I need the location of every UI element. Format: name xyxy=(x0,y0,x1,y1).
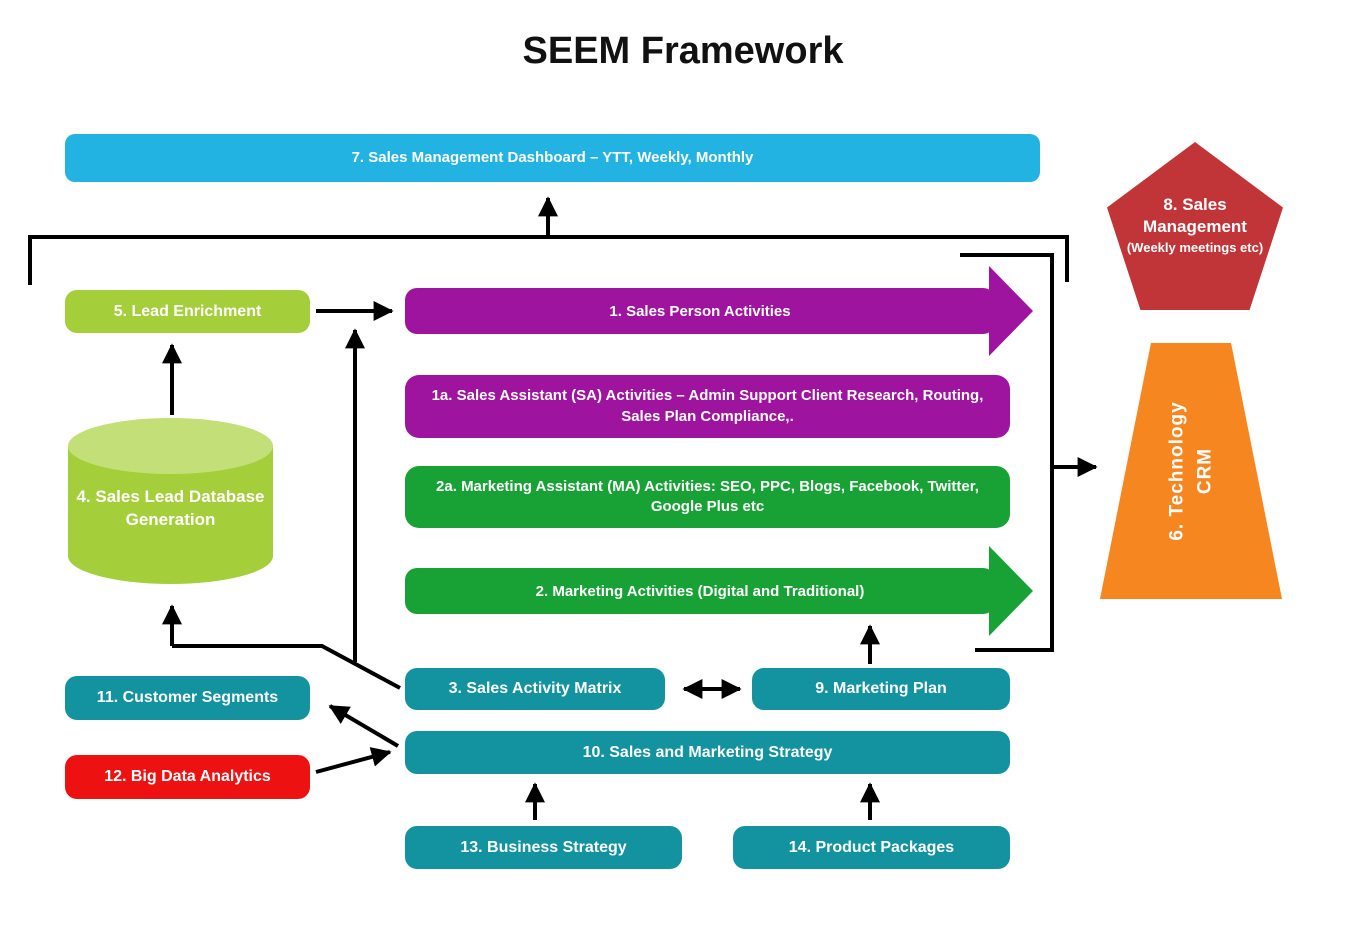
node-marketing-activities: 2. Marketing Activities (Digital and Tra… xyxy=(405,546,1045,636)
node-lead-enrichment-label: 5. Lead Enrichment xyxy=(113,302,262,320)
node-sales-management-dashboard-label: 7. Sales Management Dashboard – YTT, Wee… xyxy=(351,148,754,166)
node-marketing-plan-label: 9. Marketing Plan xyxy=(815,680,947,698)
node-customer-segments-label: 11. Customer Segments xyxy=(96,689,279,707)
node-marketing-assistant-activities: 2a. Marketing Assistant (MA) Activities:… xyxy=(405,466,1010,528)
node-sales-management-pentagon: 8. Sales Management (Weekly meetings etc… xyxy=(1107,142,1283,310)
node-sales-management-sub: (Weekly meetings etc) xyxy=(1126,240,1264,256)
node-marketing-assistant-activities-label: 2a. Marketing Assistant (MA) Activities:… xyxy=(436,477,979,515)
node-sales-person-activities-label: 1. Sales Person Activities xyxy=(609,302,791,320)
node-sales-management-dashboard: 7. Sales Management Dashboard – YTT, Wee… xyxy=(65,134,1040,182)
node-sales-marketing-strategy: 10. Sales and Marketing Strategy xyxy=(405,731,1010,774)
node-lead-enrichment: 5. Lead Enrichment xyxy=(65,290,310,333)
page-title: SEEM Framework xyxy=(522,30,844,72)
technology-label-line2: CRM xyxy=(1194,447,1215,495)
node-business-strategy-label: 13. Business Strategy xyxy=(460,838,627,856)
node-sales-assistant-activities: 1a. Sales Assistant (SA) Activities – Ad… xyxy=(405,375,1010,438)
arrow-bigdata-to-strategy xyxy=(315,747,392,774)
node-sales-lead-database: 4. Sales Lead Database Generation xyxy=(68,418,273,584)
node-sales-lead-database-label: 4. Sales Lead Database Generation xyxy=(76,487,265,529)
node-product-packages: 14. Product Packages xyxy=(733,826,1010,869)
node-marketing-activities-label: 2. Marketing Activities (Digital and Tra… xyxy=(535,582,865,600)
technology-label-line1: 6. Technology xyxy=(1166,401,1188,541)
node-sales-activity-matrix-label: 3. Sales Activity Matrix xyxy=(448,680,622,698)
node-sales-management-label: 8. Sales Management xyxy=(1143,195,1247,237)
node-technology-crm-label: 6. Technology CRM xyxy=(1163,351,1218,591)
cylinder-top xyxy=(68,418,273,474)
node-marketing-activities-body: 2. Marketing Activities (Digital and Tra… xyxy=(405,568,995,614)
node-sales-person-activities-body: 1. Sales Person Activities xyxy=(405,288,995,334)
node-technology-crm: 6. Technology CRM xyxy=(1100,343,1282,599)
node-customer-segments: 11. Customer Segments xyxy=(65,676,310,720)
node-marketing-plan: 9. Marketing Plan xyxy=(752,668,1010,710)
arrow-head-right-icon xyxy=(989,266,1033,356)
node-big-data-analytics: 12. Big Data Analytics xyxy=(65,755,310,799)
node-sales-assistant-activities-label: 1a. Sales Assistant (SA) Activities – Ad… xyxy=(431,387,984,425)
node-sales-marketing-strategy-label: 10. Sales and Marketing Strategy xyxy=(582,743,833,761)
node-sales-person-activities: 1. Sales Person Activities xyxy=(405,266,1045,356)
arrow-strategy-to-segments xyxy=(328,704,400,748)
node-sales-activity-matrix: 3. Sales Activity Matrix xyxy=(405,668,665,710)
cylinder-bottom xyxy=(68,528,273,584)
node-product-packages-label: 14. Product Packages xyxy=(788,838,955,856)
arrow-head-right-icon xyxy=(989,546,1033,636)
node-business-strategy: 13. Business Strategy xyxy=(405,826,682,869)
node-big-data-analytics-label: 12. Big Data Analytics xyxy=(104,768,271,786)
